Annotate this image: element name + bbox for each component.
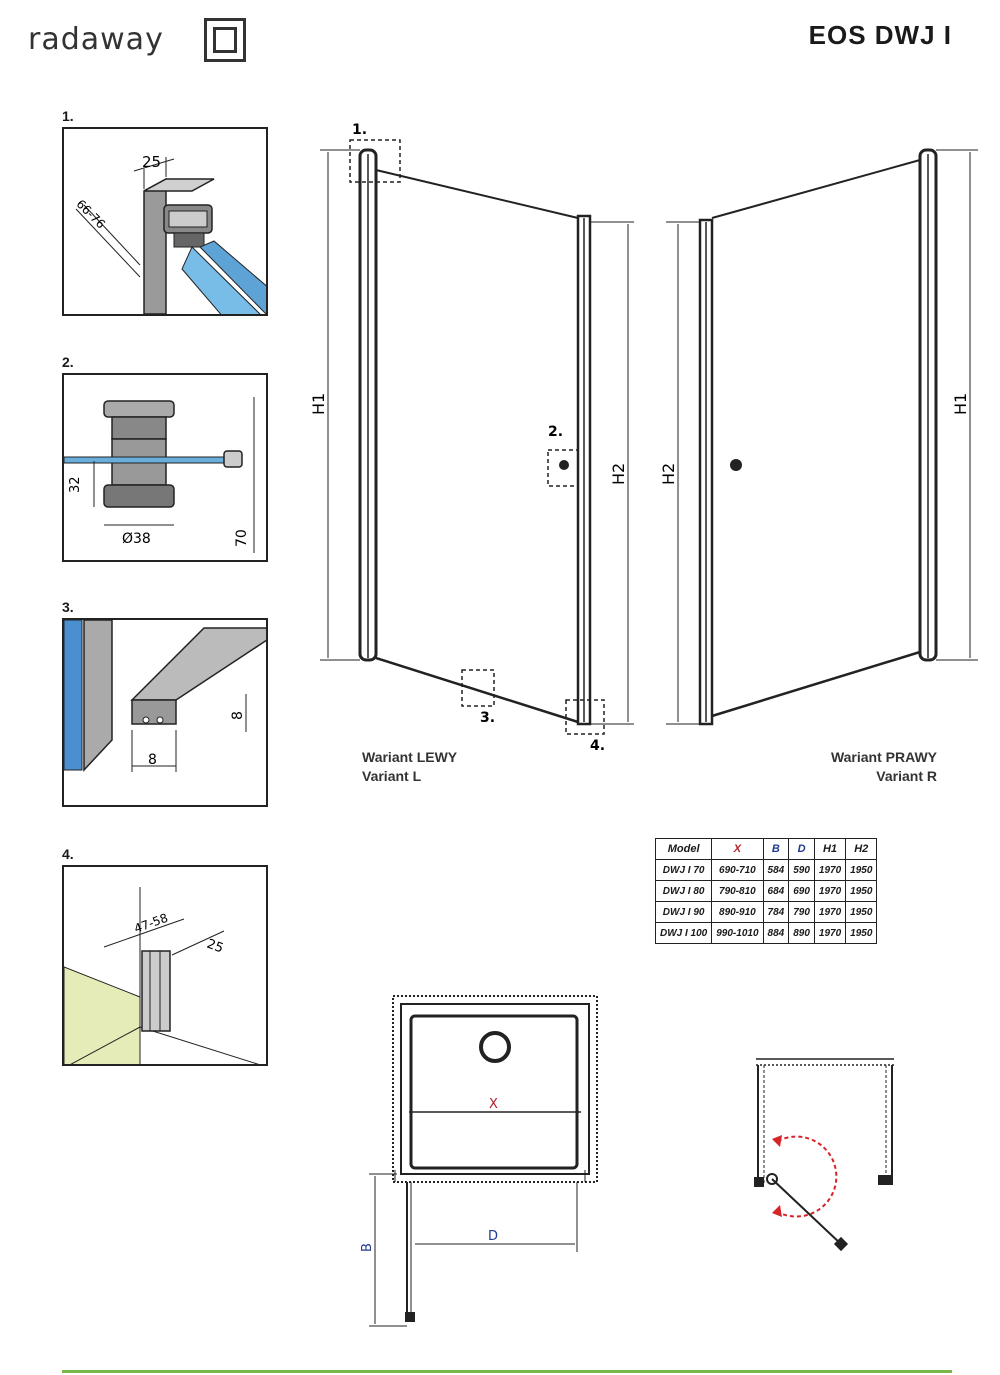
brand-logo-text: radaway [28,22,164,57]
dimensions-table: Model X B D H1 H2 DWJ I 70 690-710 584 5… [654,838,878,944]
table-cell: 684 [762,880,790,902]
detail-1-dim-depth: 66-76 [73,197,108,232]
table-cell: DWJ I 70 [654,859,713,881]
table-cell: 1950 [845,880,878,902]
variant-left-pl: Wariant LEWY [362,749,458,765]
door-elevations: 1. 2. 3. 4. H1 H2 H2 H1 [309,122,978,750]
table-row: DWJ I 80 790-810 684 690 1970 1950 [654,880,878,902]
detail-3-number: 3. [62,599,74,615]
variant-right-en: Variant R [876,768,937,784]
table-cell: 890 [788,922,815,944]
detail-4-number: 4. [62,846,74,862]
detail-2-panel: 32 Ø38 70 [62,373,268,562]
detail-2-dim-diameter: Ø38 [122,531,151,547]
detail-2-number: 2. [62,354,74,370]
table-cell: 690-710 [711,859,764,881]
table-cell: 1970 [813,880,847,902]
callout-3: 3. [480,710,495,726]
table-header-h2: H2 [845,838,878,860]
table-cell: 790 [788,901,815,923]
detail-2-drawing: 32 Ø38 70 [64,397,255,553]
table-cell: 1970 [813,859,847,881]
door-swing-diagram [754,1058,894,1252]
table-row: DWJ I 100 990-1010 884 890 1970 1950 [654,922,878,944]
detail-1-number: 1. [62,108,74,124]
variant-right-label: Wariant PRAWY Variant R [780,748,937,786]
table-cell: 1950 [845,922,878,944]
plan-label-d: D [488,1229,498,1244]
table-cell: 1950 [845,859,878,881]
detail-4-dim-width: 25 [205,937,226,957]
table-cell: 690 [788,880,815,902]
table-cell: 790-810 [711,880,764,902]
detail-2-dim-offset: 70 [234,529,250,547]
dim-h1-left: H1 [309,393,328,415]
detail-3-dim-height: 8 [230,711,246,720]
detail-4-dim-depth: 47-58 [132,911,170,936]
variant-left-en: Variant L [362,768,422,784]
dim-h2-left: H2 [609,463,628,485]
table-cell: 1970 [813,901,847,923]
plan-label-x: X [489,1097,498,1112]
detail-2-dim-height: 32 [68,476,83,493]
table-cell: 1970 [813,922,847,944]
table-header-row: Model X B D H1 H2 [654,838,878,860]
callout-1: 1. [352,122,367,138]
table-row: DWJ I 90 890-910 784 790 1970 1950 [654,901,878,923]
door-variant-left: 1. 2. 3. 4. H1 H2 [309,122,634,750]
detail-1-drawing: 25 66-76 [73,153,266,314]
table-header-h1: H1 [813,838,847,860]
detail-3-drawing: 8 8 [64,620,266,772]
table-header-d: D [788,838,815,860]
table-cell: 890-910 [711,901,764,923]
table-header-x: X [711,838,764,860]
table-row: DWJ I 70 690-710 584 590 1970 1950 [654,859,878,881]
detail-4-drawing: 47-58 25 [64,887,259,1064]
table-cell: DWJ I 90 [654,901,713,923]
table-cell: 990-1010 [711,922,764,944]
plan-view: X D B [360,995,598,1327]
table-cell: 884 [762,922,790,944]
table-cell: 584 [762,859,790,881]
variant-right-pl: Wariant PRAWY [830,749,937,765]
table-cell: 1950 [845,901,878,923]
detail-3-dim-width: 8 [148,752,157,768]
table-header-b: B [762,838,790,860]
table-cell: DWJ I 100 [654,922,713,944]
table-cell: DWJ I 80 [654,880,713,902]
table-cell: 784 [762,901,790,923]
detail-3-panel: 8 8 [62,618,268,807]
footer-divider [62,1370,952,1373]
dim-h1-right: H1 [951,393,970,415]
detail-4-panel: 47-58 25 [62,865,268,1066]
table-header-model: Model [654,838,713,860]
detail-1-dim-width: 25 [142,153,161,171]
variant-left-label: Wariant LEWY Variant L [362,748,457,786]
plan-label-b: B [360,1243,375,1252]
dim-h2-right: H2 [659,463,678,485]
callout-4: 4. [590,738,605,750]
model-title: EOS DWJ I [808,20,952,50]
table-cell: 590 [788,859,815,881]
brand-logo-icon [204,18,246,62]
callout-2: 2. [548,424,563,440]
door-variant-right: H2 H1 [659,148,978,726]
detail-1-panel: 25 66-76 [62,127,268,316]
